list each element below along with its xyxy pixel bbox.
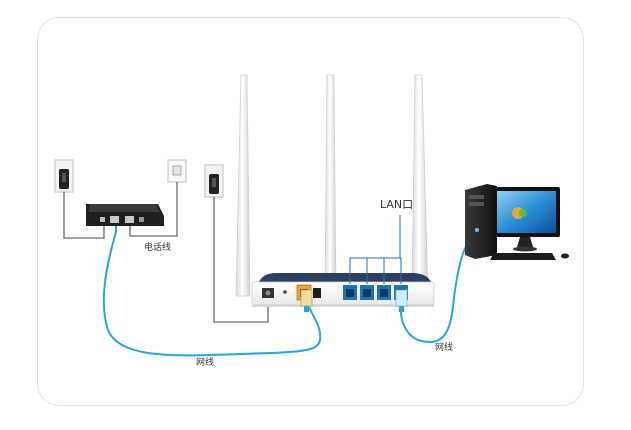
desktop-computer xyxy=(465,184,569,260)
router-antennas xyxy=(235,74,429,297)
modem xyxy=(86,204,164,226)
power-outlet-left xyxy=(54,159,74,193)
power-cords xyxy=(63,182,269,323)
network-cable-left-label: 网线 xyxy=(196,358,215,368)
lan-bracket xyxy=(349,215,402,284)
power-outlet-router xyxy=(204,164,224,198)
network-cables xyxy=(102,226,471,357)
lan-plug xyxy=(395,289,408,312)
phone-line-label: 电话线 xyxy=(144,243,172,253)
lan-port-label: LAN口 xyxy=(380,198,414,211)
wan-plug xyxy=(300,289,313,312)
network-cable-right-label: 网线 xyxy=(435,343,454,353)
phone-jack xyxy=(167,159,187,183)
